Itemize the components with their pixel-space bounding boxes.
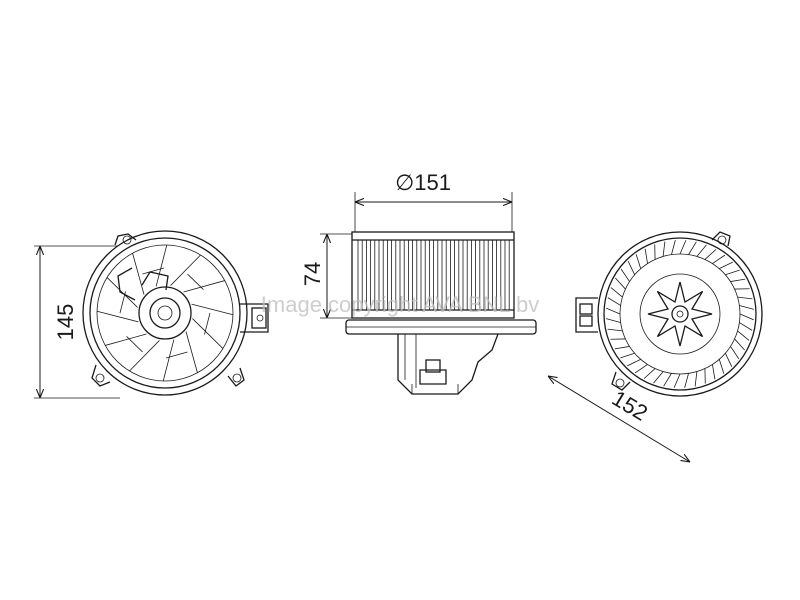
dimension-side-height-label: 74 — [300, 262, 325, 286]
side-view: ∅151 74 — [300, 170, 537, 395]
front-view: 145 — [34, 230, 269, 399]
watermark-text: Image copyright AVA BNL bv — [261, 292, 539, 317]
rear-view: 152 — [548, 231, 763, 462]
dimension-diameter-label: ∅151 — [395, 170, 451, 195]
dimension-diagonal-label: 152 — [608, 385, 652, 425]
dimension-height-label: 145 — [53, 304, 78, 341]
